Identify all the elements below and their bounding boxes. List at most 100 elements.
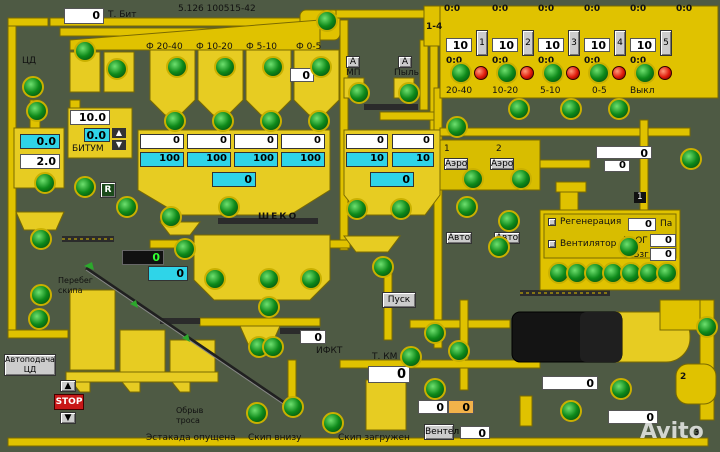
- selector-1-num[interactable]: 1: [476, 30, 488, 56]
- motor-icon[interactable]: [610, 378, 632, 400]
- dust-a-tag[interactable]: А: [398, 56, 412, 68]
- motor-icon[interactable]: [212, 110, 234, 132]
- motor-icon[interactable]: [400, 346, 422, 368]
- motor-icon[interactable]: [34, 172, 56, 194]
- motor-icon[interactable]: [74, 176, 96, 198]
- motor-icon[interactable]: [260, 110, 282, 132]
- selector-4-value[interactable]: 10: [584, 38, 610, 52]
- mp-a-tag[interactable]: А: [346, 56, 360, 68]
- motor-icon[interactable]: [348, 82, 370, 104]
- motor-icon[interactable]: [680, 148, 702, 170]
- fraction-led-3: [566, 66, 580, 80]
- selector-3-num[interactable]: 3: [568, 30, 580, 56]
- bitumen-value: 10.0: [70, 110, 110, 125]
- bin-2-bottom[interactable]: 100: [187, 152, 231, 167]
- mp-bin-bottom[interactable]: 10: [346, 152, 388, 167]
- selector-2-bottom: 0:0: [492, 56, 509, 66]
- motor-icon[interactable]: [446, 116, 468, 138]
- bin-1-bottom[interactable]: 100: [140, 152, 184, 167]
- motor-icon[interactable]: [488, 236, 510, 258]
- regen-checkbox[interactable]: [548, 218, 556, 226]
- tsd-setpoint[interactable]: 2.0: [20, 154, 60, 169]
- start-button[interactable]: Пуск: [382, 292, 416, 308]
- motor-icon[interactable]: [30, 228, 52, 250]
- selector-5-num[interactable]: 5: [660, 30, 672, 56]
- motor-icon[interactable]: [496, 62, 518, 84]
- motor-icon[interactable]: [656, 262, 678, 284]
- motor-icon[interactable]: [258, 268, 280, 290]
- aero-2-button[interactable]: Аэро: [490, 158, 514, 170]
- motor-icon[interactable]: [508, 98, 530, 120]
- motor-icon[interactable]: [424, 378, 446, 400]
- bitumen-setpoint[interactable]: 0.0: [84, 128, 110, 142]
- motor-icon[interactable]: [310, 56, 332, 78]
- motor-icon[interactable]: [116, 196, 138, 218]
- motor-icon[interactable]: [214, 56, 236, 78]
- selector-5-bottom: 0:0: [630, 56, 647, 66]
- motor-icon[interactable]: [542, 62, 564, 84]
- bitumen-down-arrow-icon[interactable]: ▼: [112, 140, 126, 150]
- motor-icon[interactable]: [22, 76, 44, 98]
- motor-icon[interactable]: [398, 82, 420, 104]
- stop-arrow-up-icon[interactable]: ▲: [60, 380, 76, 392]
- motor-icon[interactable]: [246, 402, 268, 424]
- motor-icon[interactable]: [498, 210, 520, 232]
- motor-icon[interactable]: [456, 196, 478, 218]
- selector-2-num[interactable]: 2: [522, 30, 534, 56]
- motor-icon[interactable]: [560, 400, 582, 422]
- fan-checkbox[interactable]: [548, 240, 556, 248]
- dust-bin-bottom[interactable]: 10: [392, 152, 434, 167]
- motor-icon[interactable]: [316, 10, 338, 32]
- motor-icon[interactable]: [218, 196, 240, 218]
- stop-button[interactable]: STOP: [54, 394, 84, 410]
- motor-icon[interactable]: [588, 62, 610, 84]
- motor-icon[interactable]: [696, 316, 718, 338]
- aggregate-scale-value: 0: [212, 172, 256, 187]
- autofeed-button[interactable]: Автоподача ЦД: [4, 354, 56, 376]
- selector-2-value[interactable]: 10: [492, 38, 518, 52]
- selector-4-num[interactable]: 4: [614, 30, 626, 56]
- motor-icon[interactable]: [106, 58, 128, 80]
- motor-icon[interactable]: [322, 412, 344, 434]
- bin-2-top: 0: [187, 134, 231, 149]
- motor-icon[interactable]: [390, 198, 412, 220]
- motor-icon[interactable]: [204, 268, 226, 290]
- motor-icon[interactable]: [510, 168, 532, 190]
- motor-icon[interactable]: [160, 206, 182, 228]
- stop-arrow-down-icon[interactable]: ▼: [60, 412, 76, 424]
- motor-icon[interactable]: [262, 56, 284, 78]
- motor-icon[interactable]: [308, 110, 330, 132]
- motor-icon[interactable]: [346, 198, 368, 220]
- motor-icon[interactable]: [462, 168, 484, 190]
- motor-icon[interactable]: [560, 98, 582, 120]
- motor-icon[interactable]: [634, 62, 656, 84]
- motor-icon[interactable]: [282, 396, 304, 418]
- motor-icon[interactable]: [166, 56, 188, 78]
- motor-icon[interactable]: [74, 40, 96, 62]
- selector-5-value[interactable]: 10: [630, 38, 656, 52]
- motor-icon[interactable]: [26, 100, 48, 122]
- aero-1-button[interactable]: Аэро: [444, 158, 468, 170]
- selector-1-value[interactable]: 10: [446, 38, 472, 52]
- motor-icon[interactable]: [448, 340, 470, 362]
- bitumen-up-arrow-icon[interactable]: ▲: [112, 128, 126, 138]
- selector-3-value[interactable]: 10: [538, 38, 564, 52]
- motor-icon[interactable]: [28, 308, 50, 330]
- motor-icon[interactable]: [30, 284, 52, 306]
- ventel-button[interactable]: Вентел: [424, 424, 459, 440]
- motor-icon[interactable]: [164, 110, 186, 132]
- motor-icon[interactable]: [608, 98, 630, 120]
- bin-4-bottom[interactable]: 100: [281, 152, 325, 167]
- motor-icon[interactable]: [618, 236, 640, 258]
- motor-icon[interactable]: [300, 268, 322, 290]
- motor-icon[interactable]: [372, 256, 394, 278]
- motor-icon[interactable]: [424, 322, 446, 344]
- r-button[interactable]: R: [100, 182, 116, 198]
- motor-icon[interactable]: [258, 296, 280, 318]
- motor-icon[interactable]: [262, 336, 284, 358]
- aero-1-auto[interactable]: Авто: [446, 232, 472, 244]
- motor-icon[interactable]: [450, 62, 472, 84]
- motor-icon[interactable]: [174, 238, 196, 260]
- screen-value: 0: [290, 68, 314, 82]
- bin-3-bottom[interactable]: 100: [234, 152, 278, 167]
